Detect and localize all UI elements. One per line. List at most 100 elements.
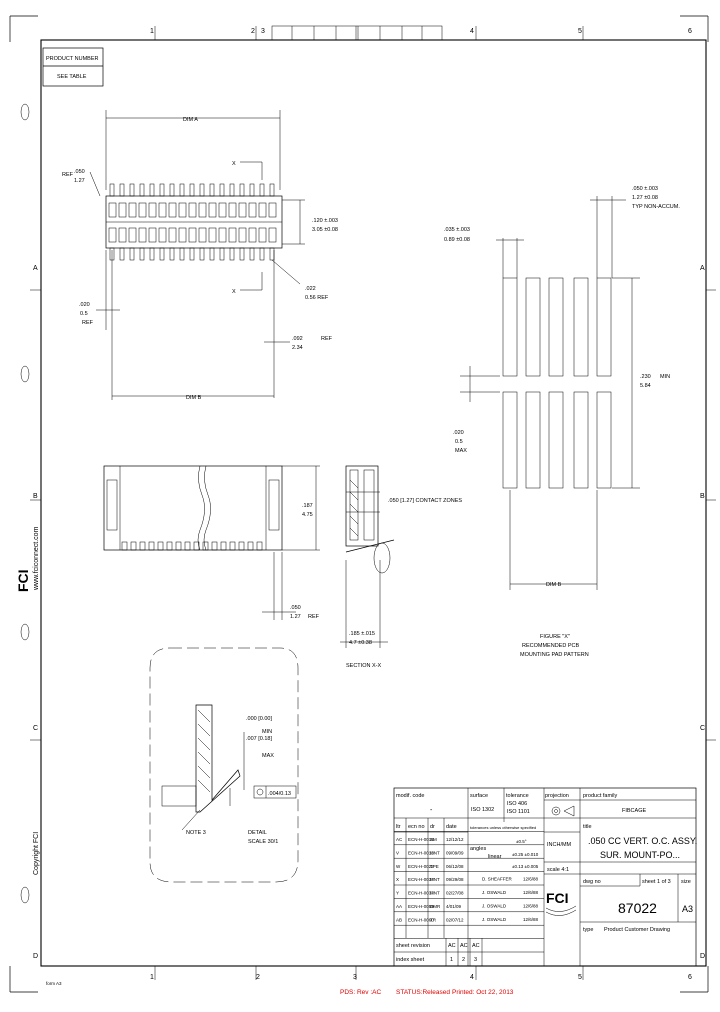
linear-label: linear	[488, 854, 502, 860]
zone-bottom-2: 2	[256, 974, 260, 981]
contact-slot	[118, 227, 127, 243]
detail-gap-min: .000 [0.00]	[246, 716, 272, 722]
pcb-pad	[573, 391, 589, 489]
detail-gap-min-note: MIN	[262, 729, 272, 735]
website-text: www.fciconnect.com	[33, 526, 40, 591]
pdf-rev: PDS: Rev :AC	[340, 989, 381, 996]
contact-slot	[168, 202, 177, 218]
contact-slot	[188, 227, 197, 243]
revision-cell: W	[396, 864, 401, 869]
sheet-revision-label: sheet revision	[396, 943, 430, 949]
height-mm: 3.05 ±0.08	[312, 227, 338, 233]
left-ref: REF	[82, 320, 94, 326]
bottom-pin	[239, 247, 245, 261]
form-label: form A3	[46, 981, 62, 986]
pcb-pad	[525, 391, 541, 489]
signature-name: J. OSWALD	[482, 890, 507, 895]
section-width-mm: 4.7 ±0.38	[349, 640, 372, 646]
product-number-box: PRODUCT NUMBER SEE TABLE	[42, 47, 104, 87]
pcb-pads	[502, 277, 612, 489]
tolerance-header: tolerances unless otherwise specified	[470, 825, 536, 830]
top-pin	[179, 183, 185, 197]
pcb-pad	[596, 391, 612, 489]
top-pin	[259, 183, 265, 197]
detail-view: .000 [0.00] MIN .007 [0.18] MAX .004/0.1…	[149, 647, 299, 883]
side-pin	[157, 541, 164, 551]
detail-scale: SCALE 30/1	[248, 839, 278, 845]
revision-cell: AC	[396, 837, 403, 842]
zone-bottom-1: 1	[150, 974, 154, 981]
detail-gap-max: .007 [0.18]	[246, 736, 272, 742]
detail-gap-max-note: MAX	[262, 753, 274, 759]
contact-slot	[268, 202, 277, 218]
dwg-no-label: dwg no	[583, 879, 601, 885]
pcb-pitch-mm: 1.27 ±0.08	[632, 195, 658, 201]
index-sheet-cell: 3	[474, 957, 477, 963]
revision-cell: 02/27/08	[446, 891, 464, 896]
tol-row-2: ±0.25 ±0.010	[512, 852, 539, 857]
sheet-revision-cell: AC	[472, 943, 480, 949]
title-label: title	[583, 824, 592, 830]
figure-caption-2: RECOMMENDED PCB	[522, 643, 579, 649]
revision-cell: MNT	[430, 877, 440, 882]
zone-top-4: 4	[470, 28, 474, 35]
zone-bottom-4: 4	[470, 974, 474, 981]
revision-cell: 02/07/12	[446, 917, 464, 922]
contact-slot	[208, 202, 217, 218]
zone-right-b: B	[700, 493, 705, 500]
side-view: .187 4.75 .050 1.27 REF	[103, 465, 320, 620]
revision-cell: ECN-H-0022	[408, 864, 434, 869]
left-in: .020	[79, 302, 90, 308]
pcb-length-in: .230	[640, 374, 651, 380]
revision-cell: TR	[430, 917, 437, 922]
contact-slot	[248, 202, 257, 218]
top-pin	[129, 183, 135, 197]
pcb-pitch-in: .050 ±.003	[632, 186, 658, 192]
product-number-header: PRODUCT NUMBER	[46, 56, 98, 62]
scale-label: scale 4:1	[547, 867, 569, 873]
contact-slot	[108, 202, 117, 218]
contact-slot	[218, 202, 227, 218]
top-pin	[119, 183, 125, 197]
modif-code-label: modif. code	[396, 793, 424, 799]
contact-slot	[148, 227, 157, 243]
detail-note: NOTE 3	[186, 830, 206, 836]
contact-slot	[108, 227, 117, 243]
pcb-gap-in: .020	[453, 430, 464, 436]
revision-cell: AA	[396, 904, 402, 909]
top-pin	[189, 183, 195, 197]
revision-cell: Y	[396, 891, 399, 896]
revision-cell: TPE	[430, 864, 439, 869]
pcb-dim-b: DIM B	[546, 582, 562, 588]
status-text: STATUS:Released	[396, 989, 450, 996]
pcb-pad	[502, 277, 518, 377]
tail-ref: REF	[321, 336, 333, 342]
pcb-gap-note: MAX	[455, 448, 467, 454]
side-pin	[211, 541, 218, 551]
bottom-pin	[209, 247, 215, 261]
size-value: A3	[682, 904, 693, 914]
left-mm: 0.5	[80, 311, 88, 317]
section-view: .050 [1.27] CONTACT ZONES .185 ±.015 4.7…	[340, 465, 462, 669]
offset-ref: REF	[308, 614, 320, 620]
top-pin	[199, 183, 205, 197]
projection-symbol-icon	[551, 805, 575, 817]
revision-header: date	[446, 824, 457, 830]
product-family-label: product family	[583, 793, 617, 799]
contact-slot	[178, 227, 187, 243]
offset-mm: 1.27	[290, 614, 301, 620]
revision-cell: ECN-H-0013	[408, 850, 434, 855]
pcb-pad	[573, 277, 589, 377]
tol-row-1: ±0.5°	[516, 839, 527, 844]
side-pin	[247, 541, 254, 551]
signature-date: 12/6/88	[523, 903, 539, 908]
bottom-pin	[249, 247, 255, 261]
revision-cell: AB	[396, 917, 402, 922]
top-pin	[239, 183, 245, 197]
contact-slot	[198, 227, 207, 243]
pad-width-in: .035 ±.003	[444, 227, 470, 233]
revision-cell: 12/12/12	[446, 837, 464, 842]
zone-left-b: B	[33, 493, 38, 500]
pitch-ref-label: REF	[62, 172, 74, 178]
contact-slot	[138, 227, 147, 243]
